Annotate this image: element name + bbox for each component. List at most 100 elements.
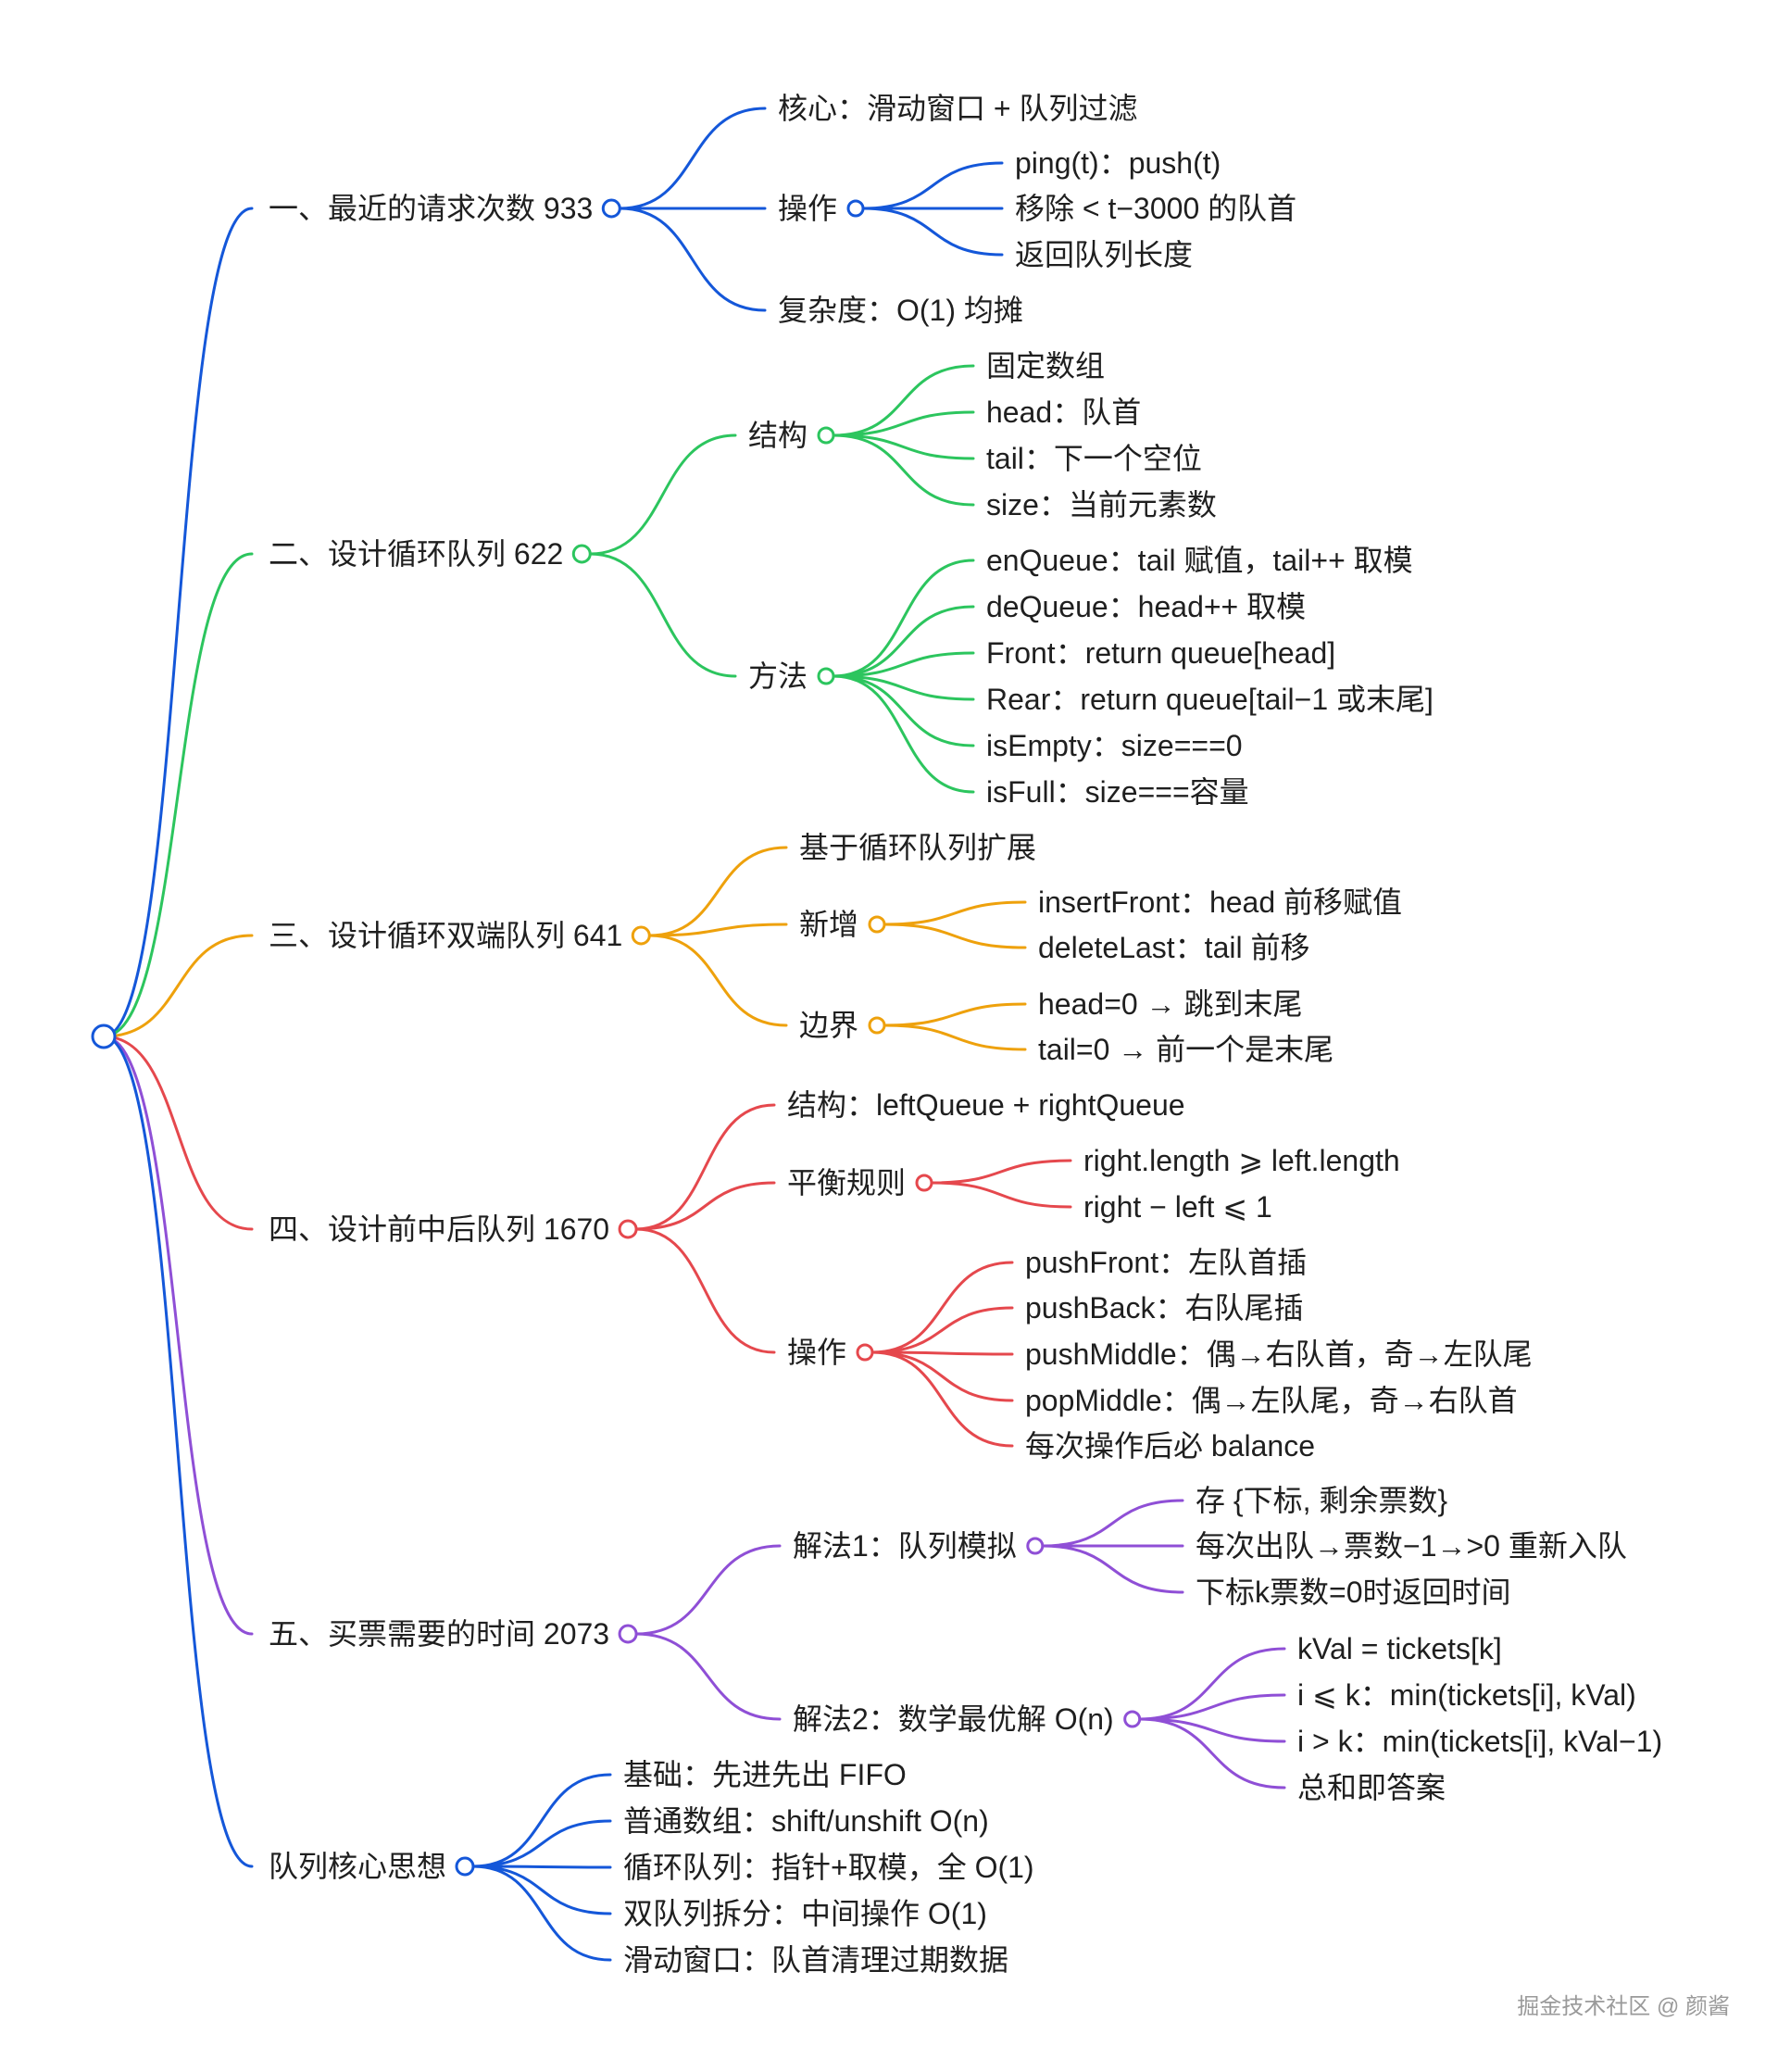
topic-node-marker <box>1123 1710 1142 1728</box>
subtopic-label: 总和即答案 <box>1297 1771 1446 1804</box>
connector-line <box>634 1181 776 1231</box>
connector-line <box>471 1865 612 1915</box>
connector-line <box>832 433 975 507</box>
connector-line <box>102 1035 254 1231</box>
connector-line <box>647 846 788 937</box>
topic-node-marker <box>915 1174 933 1192</box>
connector-line <box>870 1350 1014 1448</box>
topic-label: 滑动窗口：队首清理过期数据 <box>623 1943 1008 1977</box>
connector-line <box>634 1544 782 1636</box>
connector-line <box>861 207 1004 257</box>
subtopic-label: size：当前元素数 <box>986 488 1217 521</box>
connector-line <box>588 552 737 678</box>
connector-line <box>1041 1499 1184 1548</box>
branch-label: 五、买票需要的时间 2073 <box>269 1617 609 1651</box>
connector-line <box>832 410 975 437</box>
subtopic-label: 每次出队→票数−1→>0 重新入队 <box>1196 1529 1627 1563</box>
connector-line <box>647 923 788 937</box>
connector-line <box>102 1035 254 1868</box>
connector-line <box>930 1181 1072 1209</box>
connector-line <box>1138 1717 1286 1743</box>
topic-label: 循环队列：指针+取模，全 O(1) <box>623 1851 1034 1884</box>
topic-label: 操作 <box>778 192 837 225</box>
subtopic-label: Front：return queue[head] <box>986 636 1335 670</box>
subtopic-label: isFull：size===容量 <box>986 775 1249 809</box>
branch-node-marker <box>618 1219 638 1239</box>
connector-line <box>832 605 975 678</box>
topic-label: 双队列拆分：中间操作 O(1) <box>623 1897 987 1930</box>
branch-node-marker <box>618 1624 638 1644</box>
connector-line <box>1138 1717 1286 1789</box>
subtopic-label: 下标k票数=0时返回时间 <box>1196 1576 1511 1609</box>
topic-label: 操作 <box>787 1336 846 1369</box>
connector-line <box>1138 1647 1286 1721</box>
connector-line <box>618 107 767 210</box>
subtopic-label: pushBack：右队尾插 <box>1025 1291 1304 1325</box>
topic-label: 边界 <box>799 1009 858 1042</box>
subtopic-label: pushMiddle：偶→右队首，奇→左队尾 <box>1025 1337 1533 1371</box>
connector-line <box>471 1865 612 1869</box>
subtopic-label: pushFront：左队首插 <box>1025 1246 1307 1279</box>
topic-label: 解法1：队列模拟 <box>793 1529 1017 1563</box>
branch-label: 四、设计前中后队列 1670 <box>269 1212 609 1246</box>
connector-line <box>930 1159 1072 1185</box>
connector-line <box>647 934 788 1027</box>
connector-line <box>883 923 1027 949</box>
branch-label: 一、最近的请求次数 933 <box>269 192 593 225</box>
connector-line <box>883 1002 1027 1027</box>
connector-line <box>102 1035 254 1636</box>
connector-line <box>618 207 767 312</box>
subtopic-label: right.length ⩾ left.length <box>1083 1144 1400 1177</box>
subtopic-label: 移除 < t−3000 的队首 <box>1015 192 1296 225</box>
topic-node-marker <box>868 1016 886 1035</box>
connector-line <box>861 161 1004 210</box>
branch-node-marker <box>571 544 592 564</box>
connector-line <box>832 559 975 678</box>
subtopic-label: right − left ⩽ 1 <box>1083 1190 1272 1224</box>
watermark: 掘金技术社区 @ 颜酱 <box>1517 1994 1730 2019</box>
subtopic-label: tail：下一个空位 <box>986 442 1202 475</box>
topic-label: 结构 <box>748 419 808 452</box>
connector-line <box>1041 1544 1184 1594</box>
connector-line <box>870 1350 1014 1356</box>
connector-line <box>102 552 254 1038</box>
connector-line <box>634 1632 782 1721</box>
topic-label: 基础：先进先出 FIFO <box>623 1758 907 1791</box>
subtopic-label: i > k：min(tickets[i], kVal−1) <box>1297 1725 1662 1758</box>
branch-label: 二、设计循环队列 622 <box>269 537 563 571</box>
topic-label: 解法2：数学最优解 O(n) <box>793 1702 1114 1736</box>
subtopic-label: 存 {下标, 剩余票数} <box>1196 1484 1447 1517</box>
connector-line <box>870 1350 1014 1402</box>
topic-label: 核心：滑动窗口 + 队列过滤 <box>778 92 1137 125</box>
branch-node-marker <box>455 1856 475 1877</box>
topic-label: 复杂度：O(1) 均摊 <box>778 294 1023 327</box>
connector-line <box>832 433 975 460</box>
subtopic-label: deQueue：head++ 取模 <box>986 590 1306 623</box>
connector-line <box>832 364 975 437</box>
connector-line <box>471 1773 612 1868</box>
connector-line <box>634 1227 776 1354</box>
topic-label: 新增 <box>799 908 858 941</box>
connector-line <box>870 1261 1014 1354</box>
connector-line <box>102 934 254 1038</box>
connector-line <box>883 900 1027 926</box>
topic-label: 方法 <box>748 659 808 693</box>
topic-node-marker <box>856 1343 874 1362</box>
branch-label: 队列核心思想 <box>269 1850 446 1883</box>
connector-line <box>832 674 975 747</box>
subtopic-label: head=0 → 跳到末尾 <box>1038 987 1302 1021</box>
subtopic-label: enQueue：tail 赋值，tail++ 取模 <box>986 544 1413 577</box>
connector-line <box>883 1023 1027 1051</box>
topic-node-marker <box>817 667 835 685</box>
topic-label: 普通数组：shift/unshift O(n) <box>623 1804 989 1838</box>
connector-line <box>471 1819 612 1868</box>
subtopic-label: insertFront：head 前移赋值 <box>1038 885 1402 919</box>
connector-line <box>870 1306 1014 1354</box>
subtopic-label: isEmpty：size===0 <box>986 729 1243 762</box>
connector-line <box>1138 1693 1286 1721</box>
subtopic-label: popMiddle：偶→左队尾，奇→右队首 <box>1025 1384 1518 1417</box>
subtopic-label: deleteLast：tail 前移 <box>1038 931 1309 964</box>
connector-line <box>832 651 975 678</box>
